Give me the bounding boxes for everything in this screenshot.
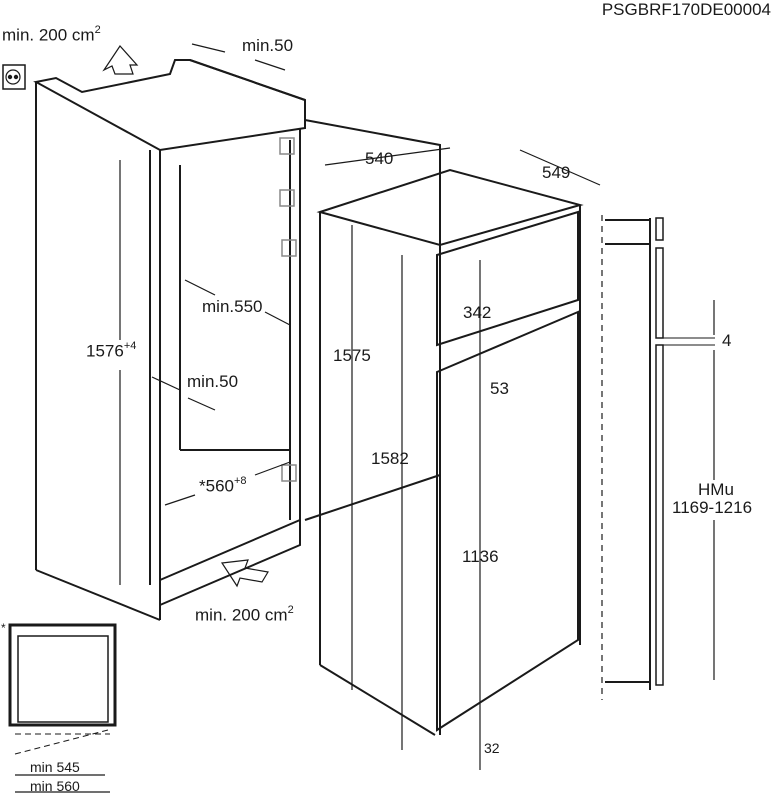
niche-width-sup: +8 bbox=[233, 475, 247, 487]
fridge-door-label: 1136 bbox=[462, 547, 499, 566]
fridge-appliance bbox=[316, 168, 584, 736]
niche-height-text: 1576 bbox=[86, 341, 124, 361]
document-code: PSGBRF170DE00004 bbox=[601, 0, 771, 19]
inset-star: * bbox=[1, 621, 6, 635]
niche-width-text: *560 bbox=[199, 476, 234, 496]
top-gap-label: min.50 bbox=[242, 36, 294, 55]
bottom-offset-label: 32 bbox=[484, 740, 500, 756]
door-height-label: 1582 bbox=[371, 449, 409, 468]
vent-arrow-up-icon bbox=[102, 45, 139, 75]
cabinet-niche bbox=[33, 59, 441, 621]
freezer-door-label: 342 bbox=[463, 303, 492, 322]
bottom-vent-label: min. 200 cm2 bbox=[195, 604, 294, 625]
hmu-label: HMu bbox=[698, 480, 734, 499]
bottom-vent-text: min. 200 cm bbox=[195, 605, 288, 625]
vent-arrow-in-icon bbox=[220, 559, 269, 588]
door-gap-mid-label: 53 bbox=[490, 379, 509, 398]
side-gap-label: min.50 bbox=[187, 372, 239, 391]
top-vent-text: min. 200 cm bbox=[2, 25, 95, 45]
inset-min560-label: min 560 bbox=[30, 778, 80, 794]
side-profile bbox=[601, 215, 715, 700]
door-gap-label: 4 bbox=[722, 331, 732, 350]
top-vent-label: min. 200 cm2 bbox=[2, 24, 101, 45]
power-socket-icon bbox=[2, 64, 26, 90]
hmu-range-label: 1169-1216 bbox=[672, 498, 753, 517]
inset-min545-label: min 545 bbox=[30, 759, 80, 775]
bottom-vent-sup: 2 bbox=[287, 604, 294, 616]
top-vent-sup: 2 bbox=[94, 24, 101, 36]
appliance-depth-label: 540 bbox=[365, 149, 394, 168]
appliance-width-label: 549 bbox=[542, 163, 571, 182]
appliance-height-label: 1575 bbox=[333, 346, 371, 365]
inset-top-view bbox=[8, 623, 117, 793]
niche-height-label: 1576+4 bbox=[86, 340, 137, 361]
niche-depth-label: min.550 bbox=[202, 297, 263, 316]
niche-height-sup: +4 bbox=[123, 340, 137, 352]
niche-width-label: *560+8 bbox=[199, 475, 247, 496]
